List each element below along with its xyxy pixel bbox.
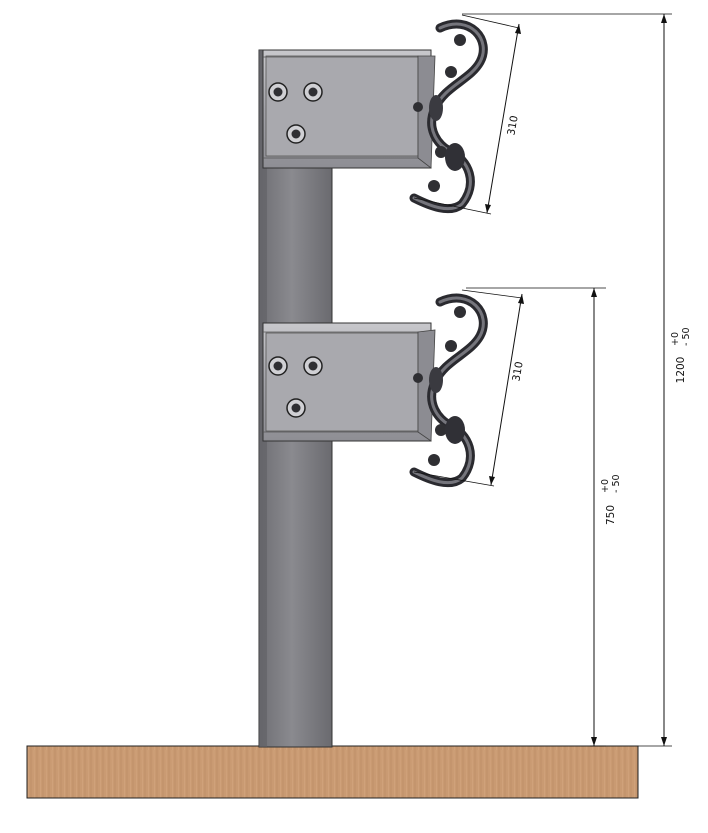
bolt-icon <box>445 66 457 78</box>
lower-rail-height-dimension: 750 +0 - 50 <box>466 287 622 747</box>
lower-rail-height-value: 750 <box>605 505 617 525</box>
upper-bracket-bolts <box>268 82 323 144</box>
bolt-icon <box>428 180 440 192</box>
upper-rail-width-label: 310 <box>505 115 520 137</box>
lower-rail-width-dimension: 310 <box>413 289 526 487</box>
bolt-icon <box>454 34 466 46</box>
bolt-icon <box>454 306 466 318</box>
bolt-icon <box>435 146 447 158</box>
total-height-dimension: 1200 +0 - 50 <box>462 13 692 747</box>
bolt-icon <box>445 340 457 352</box>
upper-bracket <box>262 49 436 169</box>
lower-bracket-bolts <box>268 356 323 418</box>
upper-rail-width-dimension: 310 <box>413 14 521 215</box>
total-height-tol-minus: - 50 <box>681 327 692 346</box>
lower-rail-height-tol-plus: +0 <box>600 479 611 493</box>
lower-bracket <box>262 322 436 442</box>
bolt-icon <box>428 454 440 466</box>
lower-rail <box>409 293 488 488</box>
bolt-icon <box>413 373 423 383</box>
bolt-icon <box>435 424 447 436</box>
total-height-tol-plus: +0 <box>670 332 681 346</box>
total-height-value: 1200 <box>675 357 687 384</box>
bolt-icon <box>413 102 423 112</box>
lower-rail-height-tol-minus: - 50 <box>611 474 622 493</box>
ground-slab <box>26 745 639 799</box>
lower-rail-width-label: 310 <box>510 361 525 383</box>
upper-rail <box>409 19 488 214</box>
